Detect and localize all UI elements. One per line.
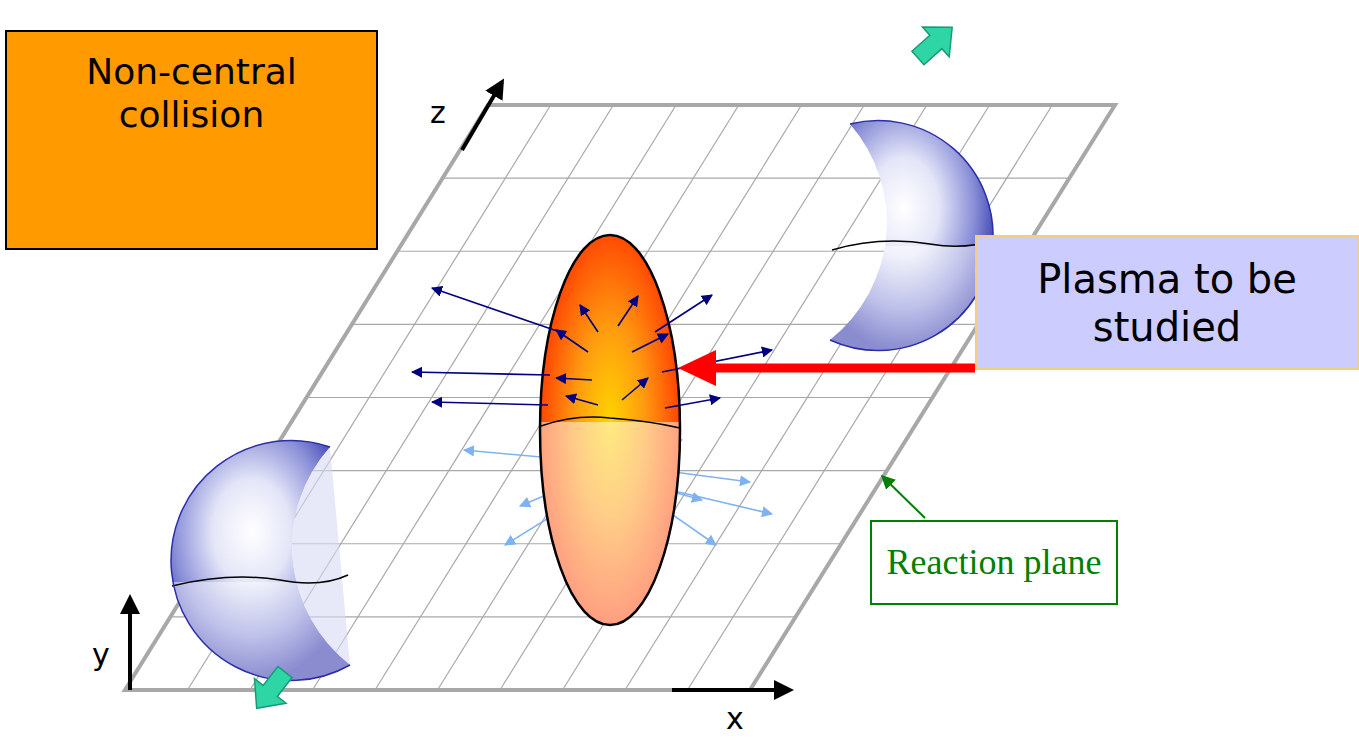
flow-arrow [432,402,548,405]
axis-label: z [430,98,446,128]
flow-arrow [580,305,598,332]
motion-arrow [241,660,301,721]
pointer-arrow [712,364,975,373]
flow-arrow [432,288,560,332]
flow-arrow [655,295,712,332]
pointer-arrowhead [678,350,716,386]
flow-arrow [566,396,598,405]
node-label: Plasma to be studied [989,255,1345,351]
flow-arrow [412,372,550,375]
node-label: Reaction plane [887,541,1102,584]
callout-box: Reaction plane [870,520,1118,605]
grid-line [438,105,802,690]
z-axis [462,82,502,150]
flow-arrow [556,330,588,352]
x-axis [672,688,790,692]
motion-arrow [905,12,966,73]
node-label: Non-central collision [23,50,360,136]
axis-label: x [726,704,744,734]
flow-arrow [632,334,668,352]
axis-label: y [92,640,110,670]
callout-box: Plasma to be studied [975,235,1359,370]
flow-arrow [622,378,648,400]
grid-line [500,105,864,690]
flow-arrow [665,398,720,408]
nucleus-left [150,440,390,722]
title-box: Non-central collision [5,30,378,250]
plasma-ellipse [530,235,690,632]
grid-line [375,105,739,690]
y-axis [128,598,132,690]
leader-line [882,476,925,518]
flow-arrow [556,378,592,380]
flow-arrow [618,296,638,326]
flow-arrows-upper [412,288,772,408]
